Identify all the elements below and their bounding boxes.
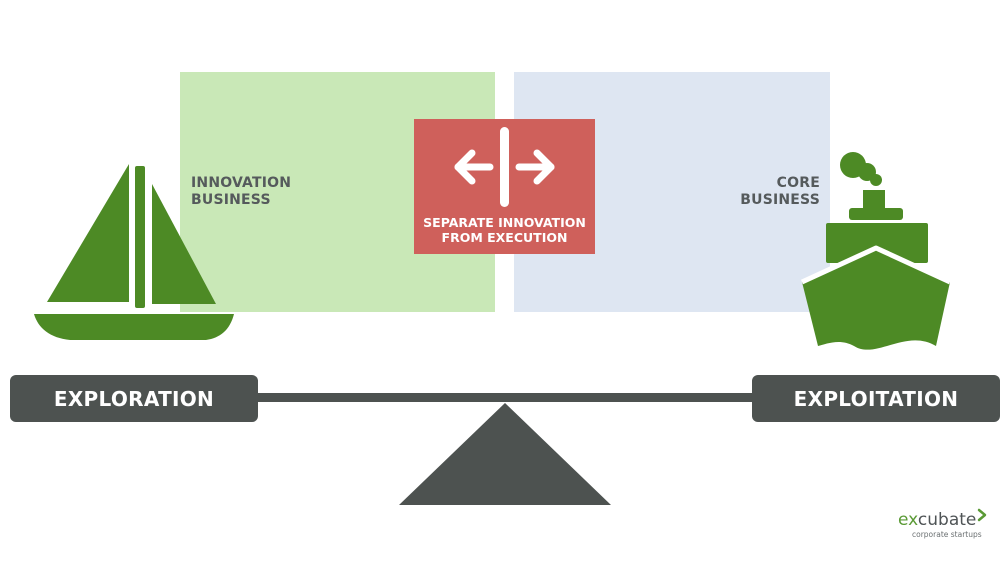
innovation-business-label: INNOVATION BUSINESS	[191, 175, 292, 208]
logo-name-part2: cubate	[917, 510, 977, 530]
logo-tagline: corporate startups	[912, 530, 982, 539]
logo-mark-icon	[977, 508, 987, 522]
exploration-label: EXPLORATION	[10, 375, 258, 422]
separate-innovation-label: SEPARATE INNOVATION FROM EXECUTION	[423, 215, 586, 245]
excubate-logo: excubate	[898, 510, 976, 530]
seesaw-beam	[250, 393, 760, 402]
seesaw-fulcrum	[399, 403, 611, 505]
core-business-label: CORE BUSINESS	[740, 175, 820, 208]
sailboat-icon	[34, 164, 234, 340]
logo-name-part1: ex	[898, 510, 918, 530]
steamship-icon	[800, 152, 952, 350]
exploitation-label: EXPLOITATION	[752, 375, 1000, 422]
separate-innovation-box	[414, 119, 595, 254]
split-arrows-icon	[454, 127, 555, 207]
